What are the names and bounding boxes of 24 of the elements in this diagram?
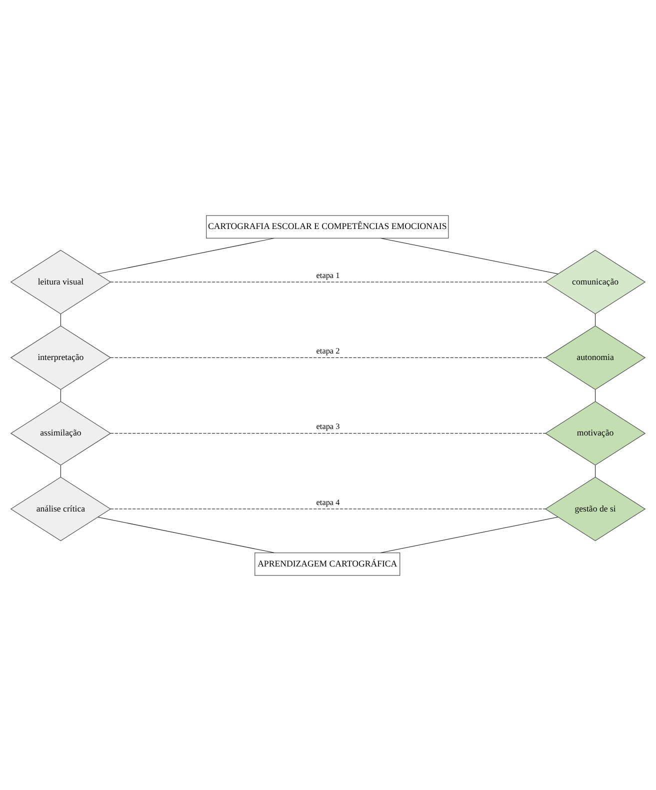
node-box: CARTOGRAFIA ESCOLAR E COMPETÊNCIAS EMOCIONAIS: [206, 214, 449, 238]
connector: [60, 313, 62, 326]
node-diamond: autonomia: [544, 324, 646, 390]
connector: [60, 464, 62, 477]
node-box: APRENDIZAGEM CARTOGRÁFICA: [254, 552, 400, 576]
connector: [594, 388, 596, 402]
connector: [594, 464, 596, 477]
node-diamond: interpretação: [10, 324, 112, 390]
connector: [594, 313, 596, 326]
connector: [110, 432, 546, 434]
connector: [98, 237, 275, 274]
node-diamond: motivação: [544, 400, 646, 466]
connector: [110, 508, 546, 509]
connector: [110, 281, 546, 282]
node-diamond: assimilação: [10, 400, 112, 466]
node-diamond: leitura visual: [10, 249, 112, 314]
node-diamond: gestão de si: [544, 476, 646, 541]
connector: [110, 356, 546, 358]
node-diamond: análise crítica: [10, 476, 112, 541]
connector: [60, 388, 62, 402]
connector: [380, 237, 558, 274]
connector: [380, 516, 558, 553]
connector: [98, 516, 274, 553]
node-diamond: comunicação: [544, 249, 646, 314]
